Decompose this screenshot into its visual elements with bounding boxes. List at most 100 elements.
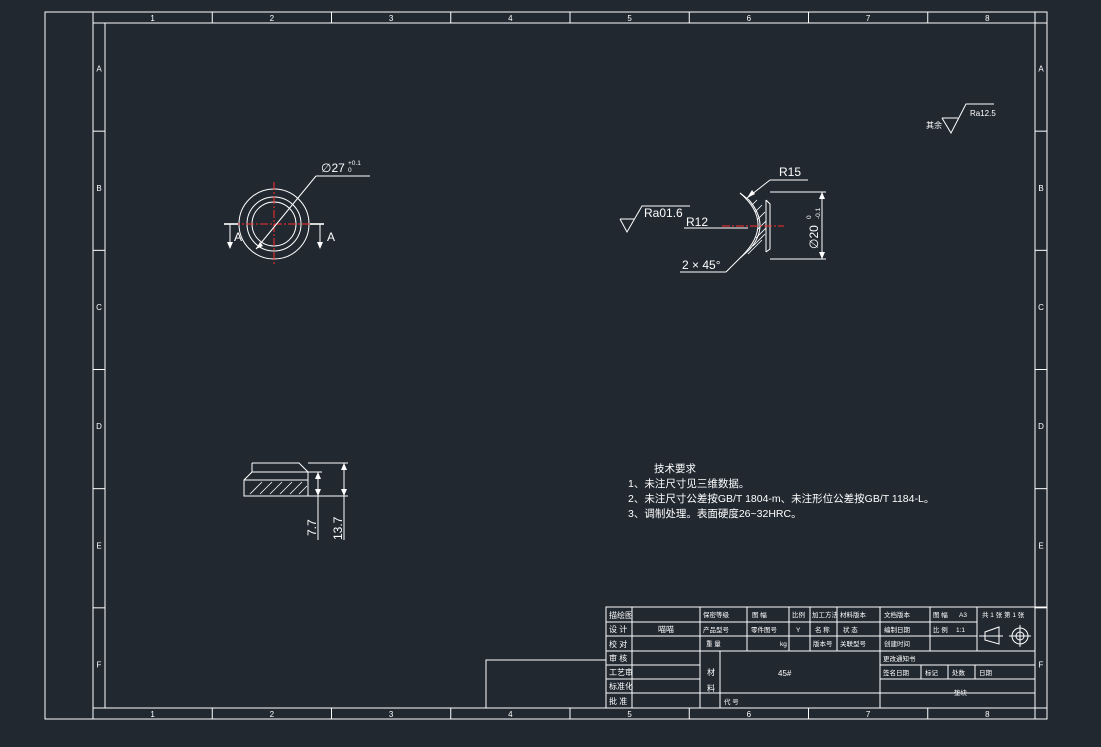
tb-record-label: 签名日期	[883, 668, 910, 677]
column-label-top: 5	[627, 14, 632, 23]
row-label-left: F	[97, 660, 102, 669]
column-label-bottom: 8	[985, 710, 990, 719]
tb-status: 状 态	[843, 625, 858, 634]
column-label-bottom: 1	[150, 710, 155, 719]
row-zone-ticks	[93, 130, 1047, 609]
tb-part-number: 零件图号	[751, 625, 778, 634]
row-label-right: E	[1038, 541, 1043, 550]
tb-sheet-size: A3	[959, 612, 967, 619]
column-label-top: 3	[389, 14, 394, 23]
column-label-bottom: 6	[747, 710, 752, 719]
column-label-bottom: 4	[508, 710, 513, 719]
tb-sheet-count: 共 1 张 第 1 张	[982, 610, 1025, 619]
tb-version: 版本号	[813, 639, 833, 648]
row-label-left: B	[96, 184, 101, 193]
section-diameter-tolerance-upper: 0	[806, 215, 813, 219]
section-label-left: A	[234, 230, 242, 244]
tb-created: 创建时间	[884, 639, 910, 648]
top-view-diameter-label: ∅27	[321, 161, 345, 175]
tb-y: Y	[796, 627, 801, 634]
row-label-right: A	[1038, 65, 1044, 74]
section-label-right: A	[327, 230, 335, 244]
tech-notes-title: 技术要求	[654, 462, 696, 475]
tb-label-draw: 描绘图	[609, 610, 633, 620]
section-hatch	[747, 199, 767, 255]
tb-mark-label: 标记	[925, 668, 939, 677]
tb-change-label: 更改通知书	[883, 654, 916, 663]
section-roughness: Ra01.6	[644, 206, 683, 220]
tb-doc-version: 文档版本	[884, 610, 911, 619]
tb-date-label: 日期	[979, 669, 993, 677]
row-label-right: C	[1038, 303, 1044, 312]
projection-symbol	[979, 625, 1031, 647]
tb-sheet-size-label: 图 幅	[933, 610, 948, 619]
tb-date: 编制日期	[884, 625, 911, 634]
tb-method: 加工方法	[812, 610, 839, 619]
row-label-left: D	[96, 422, 102, 431]
section-diameter-tolerance: -0.1	[815, 207, 822, 219]
column-zone-ticks	[211, 12, 929, 719]
roughness-other: 其余 Ra12.5	[926, 103, 996, 135]
tb-material-version: 材料版本	[840, 610, 867, 619]
row-label-right: B	[1038, 184, 1043, 193]
tb-label-process: 工艺审	[609, 667, 633, 677]
column-label-bottom: 5	[627, 710, 632, 719]
tb-label-check: 校 对	[609, 639, 627, 649]
section-radius-outer: R15	[779, 165, 801, 179]
row-label-left: E	[96, 541, 101, 550]
tb-count-label: 处数	[952, 668, 966, 677]
column-label-bottom: 3	[389, 710, 394, 719]
column-label-top: 8	[985, 14, 990, 23]
tech-notes: 技术要求 1、未注尺寸见三维数据。 2、未注尺寸公差按GB/T 1804-m、未…	[628, 462, 934, 520]
tb-related-model: 关联型号	[840, 639, 867, 648]
tb-scale-label: 比 例	[933, 625, 948, 634]
tb-scale: 1:1	[956, 627, 965, 634]
row-label-left: A	[96, 65, 102, 74]
tech-note-2: 2、未注尺寸公差按GB/T 1804-m、未注形位公差按GB/T 1184-L。	[628, 492, 934, 505]
tb-designer: 喵喵	[658, 625, 674, 634]
column-label-bottom: 7	[866, 710, 871, 719]
tb-weight-label: 重 量	[706, 640, 721, 648]
title-block: 描绘图 设 计 校 对 审 核 工艺审 标准化 批 准 喵喵 保密等级 产品型号…	[485, 606, 1048, 709]
tb-label-standard: 标准化	[609, 681, 633, 691]
tb-name: 名 称	[815, 625, 830, 634]
tb-product-model: 产品型号	[703, 625, 730, 634]
top-view-tolerance-upper: +0.1	[348, 160, 361, 167]
top-view: ∅27 +0.1 0 A A	[224, 160, 370, 266]
side-dim-outer: 13.7	[331, 516, 345, 540]
tb-material-label-2: 料	[707, 683, 715, 693]
column-label-top: 1	[150, 14, 155, 23]
section-diameter: ∅20	[807, 225, 821, 249]
column-label-top: 7	[866, 14, 871, 23]
tb-code-label: 代 号	[724, 697, 739, 706]
row-label-right: F	[1039, 660, 1044, 669]
roughness-other-prefix: 其余	[926, 120, 942, 130]
row-label-right: D	[1038, 422, 1044, 431]
tb-label-approve: 批 准	[609, 696, 627, 706]
roughness-other-value: Ra12.5	[970, 109, 996, 118]
top-view-tolerance-lower: 0	[348, 167, 352, 174]
column-label-bottom: 2	[270, 710, 275, 719]
tb-weight-unit: kg	[780, 641, 787, 648]
tb-ratio: 比例	[792, 610, 805, 619]
column-label-top: 2	[270, 14, 275, 23]
tb-material-label-1: 材	[707, 667, 715, 677]
tech-note-1: 1、未注尺寸见三维数据。	[628, 477, 749, 490]
row-label-left: C	[96, 303, 102, 312]
tech-note-3: 3、调制处理。表面硬度26~32HRC。	[628, 507, 802, 520]
tb-part-name: 垫块	[954, 688, 968, 697]
section-chamfer: 2 × 45°	[682, 258, 721, 272]
tb-label-design: 设 计	[609, 624, 627, 634]
column-label-top: 4	[508, 14, 513, 23]
tb-sheet-size-field: 图 幅	[752, 610, 767, 619]
side-dim-inner: 7.7	[305, 519, 319, 536]
tb-confidential: 保密等级	[703, 610, 730, 619]
tb-label-review: 审 核	[609, 653, 627, 663]
column-label-top: 6	[747, 14, 752, 23]
section-view: R15 R12 Ra01.6 2 × 45° ∅20 -0.1 0	[619, 165, 826, 273]
tb-material: 45#	[778, 669, 792, 678]
side-hatch	[249, 481, 308, 495]
side-view: 7.7 13.7	[243, 462, 348, 540]
